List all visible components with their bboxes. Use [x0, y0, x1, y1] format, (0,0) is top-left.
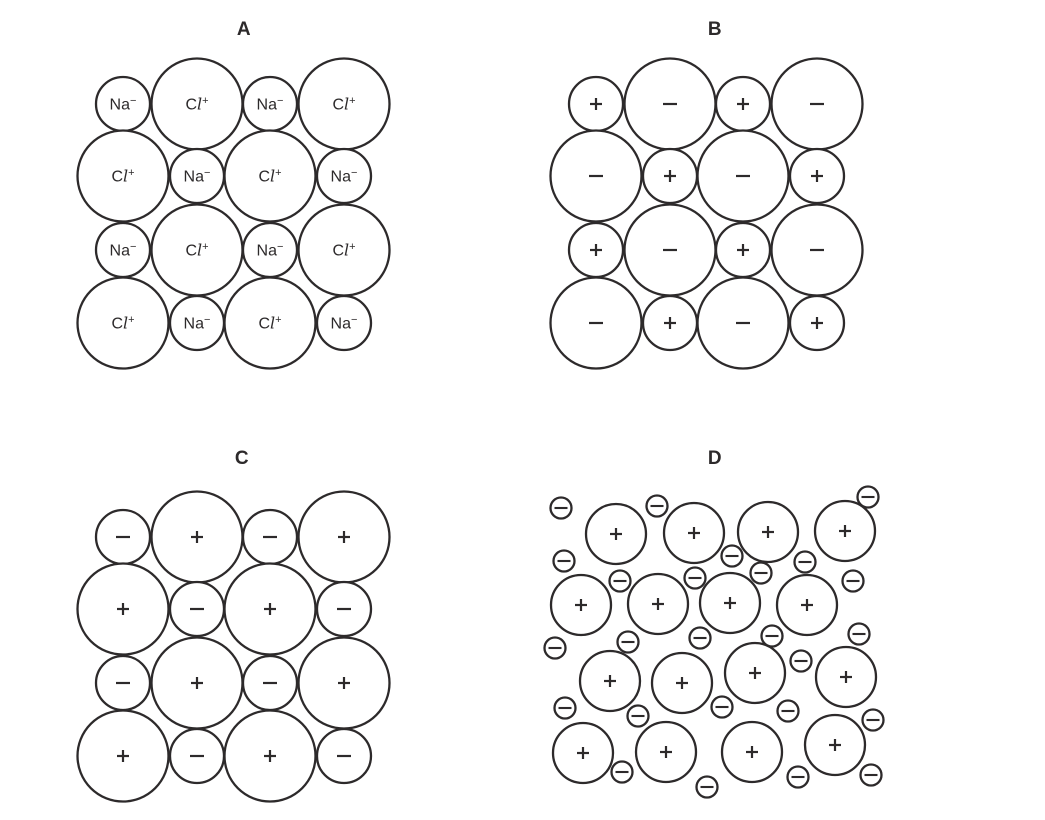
ion-label: Cl+ [258, 314, 281, 333]
ion-label: Na− [331, 314, 358, 333]
ion-label: Cl+ [332, 241, 355, 260]
small-ion-circle [315, 147, 373, 205]
large-ion-circle [76, 276, 170, 370]
ion-label: Na− [257, 241, 284, 260]
ion-label: Cl+ [185, 95, 208, 114]
panel-c-lattice-diagram [76, 490, 391, 803]
ion-label: Na− [257, 95, 284, 114]
panel-b-title: B [707, 19, 723, 40]
panel-d-title: D [707, 448, 723, 469]
ion-label: Na− [184, 167, 211, 186]
small-ion-circle [315, 294, 373, 352]
panel-a-lattice-diagram: Na− Cl+ Na− Cl+ Cl+ Na− Cl+ Na− Na− Cl+ Na− Cl+ Cl+ N… [76, 57, 391, 370]
panel-c-title: C [234, 448, 250, 469]
large-ion-circle [223, 129, 317, 223]
ion-label: Cl+ [185, 241, 208, 260]
ion-label: Na− [331, 167, 358, 186]
ion-label: Cl+ [332, 95, 355, 114]
ion-label: Cl+ [111, 314, 134, 333]
ion-label: Na− [110, 241, 137, 260]
large-ion-circle [223, 276, 317, 370]
panel-b-lattice-diagram [549, 57, 864, 370]
panel-d-scatter-diagram [543, 485, 885, 799]
ion-label: Na− [110, 95, 137, 114]
ion-label: Cl+ [111, 167, 134, 186]
ion-label: Cl+ [258, 167, 281, 186]
large-ion-circle [76, 129, 170, 223]
panel-a-title: A [236, 19, 252, 40]
ion-label: Na− [184, 314, 211, 333]
